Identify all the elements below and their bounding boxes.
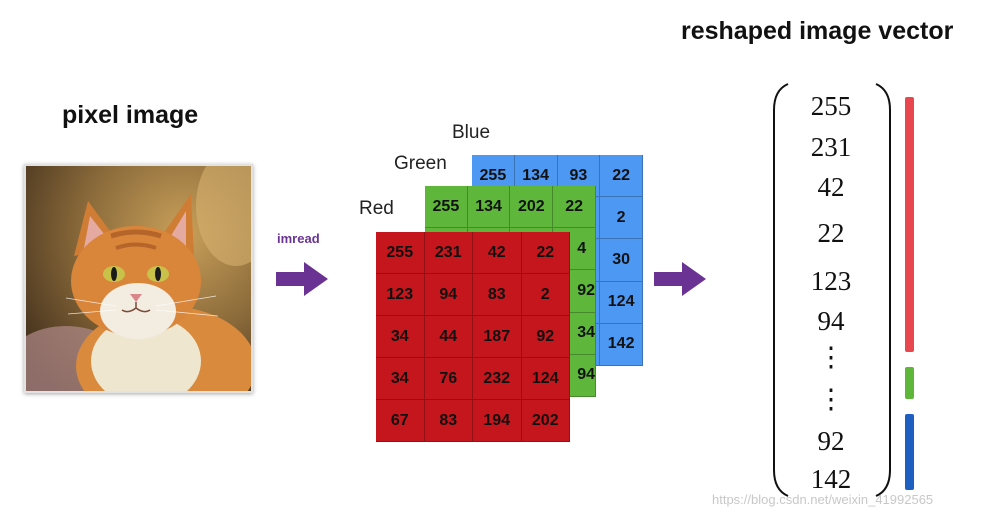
- red-channel-bar: [905, 97, 914, 352]
- vector-entry: 231: [810, 132, 852, 162]
- cat-photo: [24, 164, 253, 393]
- grid-cell: 94: [553, 354, 596, 397]
- grid-cell: 34: [376, 316, 425, 358]
- grid-cell: 44: [424, 316, 473, 358]
- grid-cell: 34: [553, 312, 596, 355]
- grid-cell: 123: [376, 274, 425, 316]
- grid-cell: 187: [473, 316, 522, 358]
- grid-cell: 202: [510, 186, 554, 229]
- grid-cell: 92: [521, 316, 570, 358]
- vector-entry: 142: [810, 464, 852, 494]
- vector-ellipsis: ⋮: [817, 342, 845, 372]
- grid-cell: 134: [467, 186, 511, 229]
- vector-ellipsis: ⋮: [817, 384, 845, 414]
- grid-cell: 124: [521, 358, 570, 400]
- left-bracket: [773, 83, 789, 497]
- vector-entry: 92: [817, 426, 845, 456]
- grid-cell: 231: [424, 232, 473, 274]
- green-channel-bar: [905, 367, 914, 399]
- blue-layer-label: Blue: [452, 122, 491, 143]
- grid-cell: 232: [473, 358, 522, 400]
- grid-cell: 22: [600, 155, 643, 198]
- grid-cell: 142: [600, 323, 643, 366]
- pixel-image-title: pixel image: [62, 101, 199, 129]
- vector-entry: 94: [817, 306, 845, 336]
- grid-cell: 30: [600, 239, 643, 282]
- grid-cell: 34: [376, 358, 425, 400]
- green-layer-label: Green: [394, 153, 447, 174]
- vector-entry: 123: [810, 266, 852, 296]
- grid-cell: 202: [521, 400, 570, 442]
- grid-cell: 42: [473, 232, 522, 274]
- grid-cell: 92: [553, 270, 596, 313]
- grid-cell: 67: [376, 400, 425, 442]
- grid-cell: 94: [424, 274, 473, 316]
- grid-cell: 124: [600, 281, 643, 324]
- right-arrow-icon: [276, 262, 328, 296]
- vector-entry: 42: [817, 172, 845, 202]
- grid-cell: 83: [424, 400, 473, 442]
- vector-title: reshaped image vector: [681, 17, 954, 45]
- grid-cell: 22: [521, 232, 570, 274]
- grid-cell: 255: [376, 232, 425, 274]
- vector-brackets: [773, 83, 891, 497]
- grid-cell: 2: [600, 197, 643, 240]
- grid-cell: 2: [521, 274, 570, 316]
- grid-cell: 83: [473, 274, 522, 316]
- red-channel-grid: 255 231 42 22 123 94 83 2 34 44 187 92 3…: [376, 232, 570, 442]
- cat-illustration: [26, 166, 251, 391]
- right-arrow-icon: [654, 262, 706, 296]
- vector-entry: 255: [810, 91, 852, 121]
- grid-cell: 255: [425, 186, 468, 229]
- imread-label: imread: [277, 231, 320, 246]
- grid-cell: 76: [424, 358, 473, 400]
- grid-cell: 22: [553, 186, 596, 229]
- watermark: https://blog.csdn.net/weixin_41992565: [712, 492, 934, 507]
- grid-cell: 194: [473, 400, 522, 442]
- vector-entry: 22: [817, 218, 845, 248]
- right-bracket: [875, 83, 891, 497]
- red-layer-label: Red: [359, 198, 394, 219]
- grid-cell: 4: [553, 228, 596, 271]
- blue-channel-bar: [905, 414, 914, 490]
